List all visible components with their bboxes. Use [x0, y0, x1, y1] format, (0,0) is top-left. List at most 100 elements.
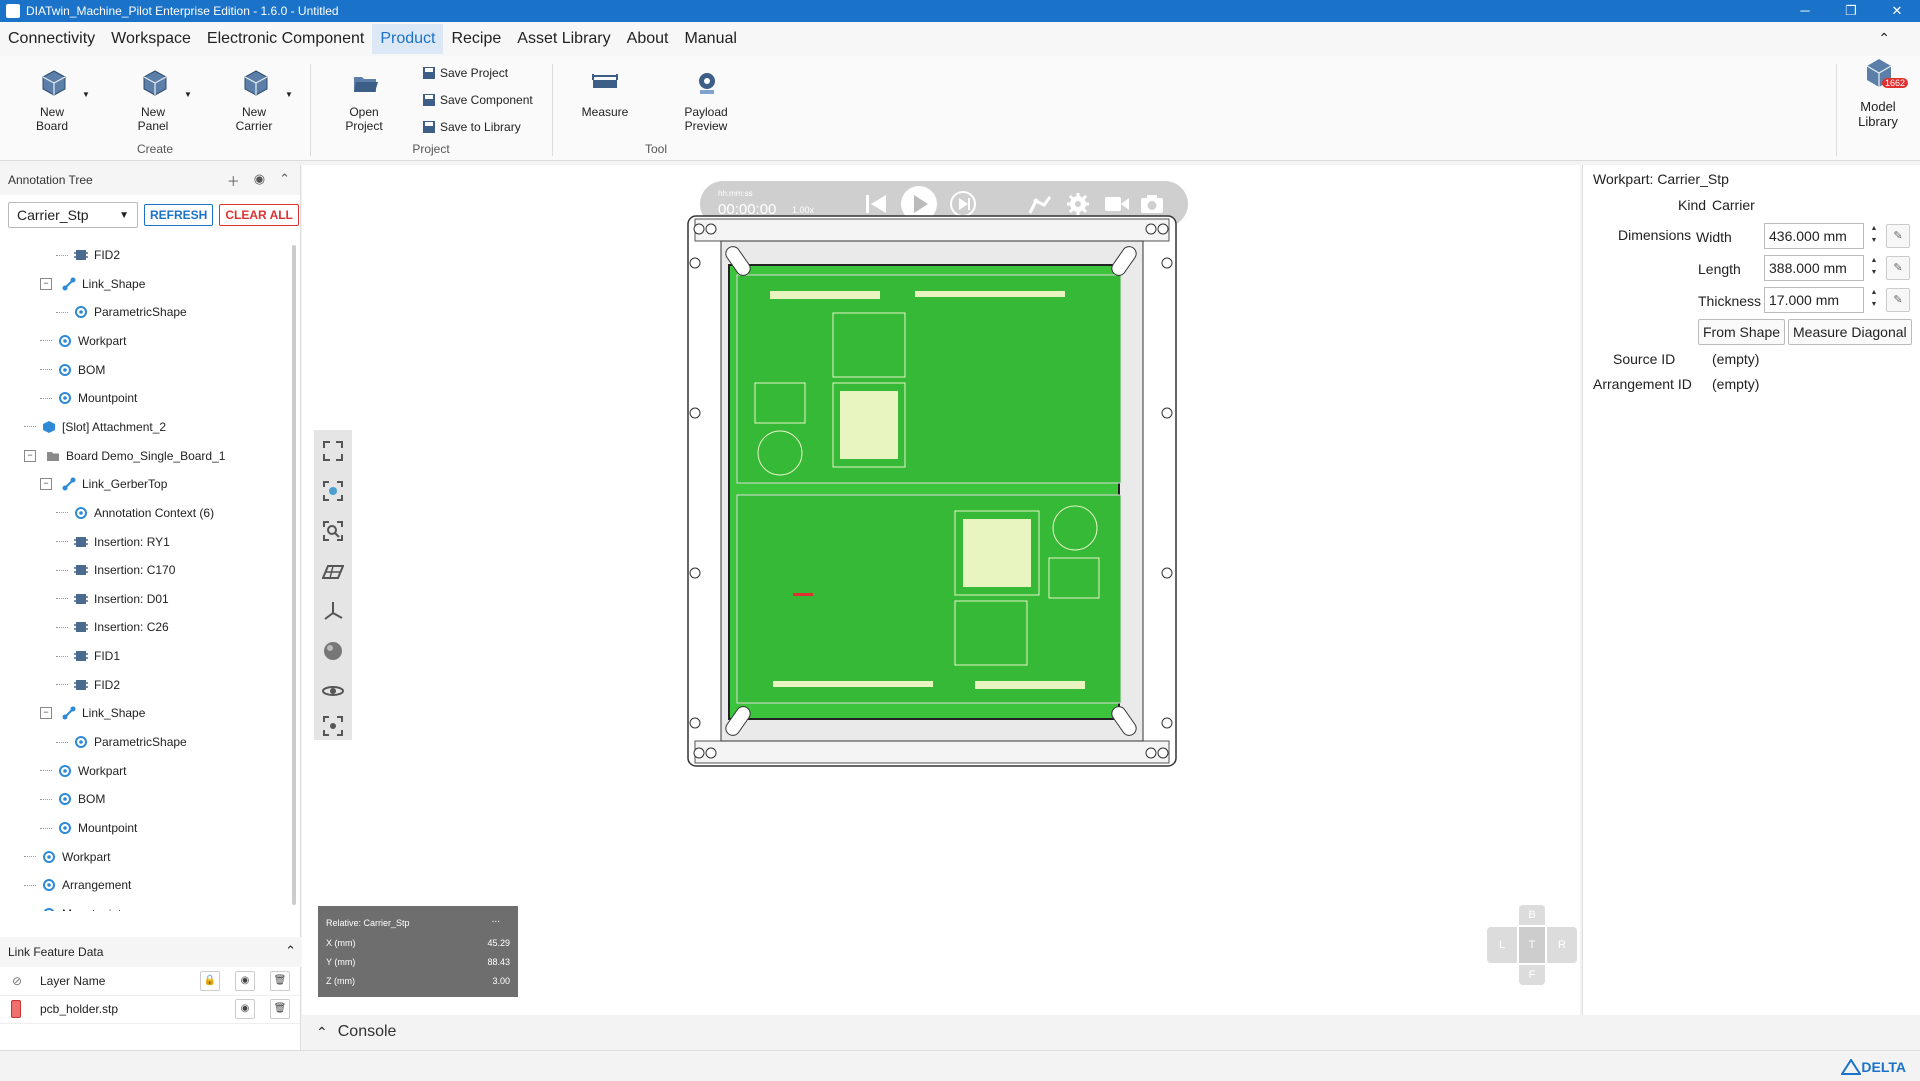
tree-node[interactable]: BOM [40, 356, 105, 384]
tree-node[interactable]: BOM [40, 785, 105, 813]
save-project-button[interactable]: Save Project [422, 66, 508, 80]
collapse-toggle-icon[interactable]: − [40, 478, 52, 491]
menu-connectivity[interactable]: Connectivity [8, 30, 96, 47]
add-icon[interactable]: ＋ [226, 173, 240, 189]
collapse-toggle-icon[interactable]: − [40, 707, 52, 720]
model-library-button[interactable]: 1662 Model Library [1848, 56, 1910, 129]
tree-node[interactable]: Arrangement [24, 871, 131, 899]
chevron-up-icon[interactable]: ⌃ [285, 943, 296, 958]
new-board-button[interactable]: New Board [30, 68, 78, 133]
menu-asset-library[interactable]: Asset Library [517, 30, 611, 47]
tree-node[interactable]: FID2 [56, 241, 120, 269]
robot-arm-icon[interactable] [1028, 193, 1054, 215]
video-camera-icon[interactable] [1104, 195, 1130, 213]
more-icon[interactable]: ... [491, 914, 500, 925]
tree-node[interactable]: Workpart [40, 327, 126, 355]
focus-icon[interactable] [322, 715, 344, 737]
tree-node[interactable]: Mountpoint [24, 900, 121, 911]
width-input[interactable]: 436.000 mm [1764, 223, 1864, 249]
close-button[interactable]: ✕ [1891, 3, 1903, 18]
tree-node[interactable]: Mountpoint [40, 384, 137, 412]
lock-icon[interactable]: 🔒 [200, 971, 220, 991]
tree-node[interactable]: Annotation Context (6) [56, 499, 214, 527]
menu-electronic-component[interactable]: Electronic Component [206, 30, 365, 47]
width-spinner[interactable]: ▲▼ [1870, 225, 1878, 244]
eye-icon[interactable]: ◉ [253, 170, 266, 186]
sphere-shading-icon[interactable] [322, 640, 344, 662]
tree-node[interactable]: FID2 [56, 671, 120, 699]
carrier-model[interactable] [685, 213, 1195, 773]
clear-all-button[interactable]: CLEAR ALL [219, 204, 299, 226]
tree-node[interactable]: −Link_GerberTop [40, 470, 167, 498]
measure-button[interactable]: Measure [580, 68, 630, 119]
tree-node[interactable]: Insertion: C170 [56, 556, 175, 584]
eye-icon[interactable]: ◉ [235, 999, 255, 1019]
view-front-button[interactable]: F [1519, 965, 1545, 985]
zoom-window-icon[interactable] [322, 520, 344, 542]
menu-manual[interactable]: Manual [684, 30, 737, 47]
new-panel-button[interactable]: New Panel [131, 68, 179, 133]
menu-product[interactable]: Product [372, 24, 444, 54]
tree-node[interactable]: [Slot] Attachment_2 [24, 413, 166, 441]
axes-icon[interactable] [322, 600, 344, 622]
trash-icon[interactable]: 🗑 [270, 971, 290, 991]
open-project-button[interactable]: Open Project [340, 68, 390, 133]
skip-back-icon[interactable] [864, 193, 888, 215]
tree-node[interactable]: −Board Demo_Single_Board_1 [24, 442, 225, 470]
thickness-spinner[interactable]: ▲▼ [1870, 289, 1878, 308]
tree-node[interactable]: Insertion: RY1 [56, 528, 170, 556]
edit-width-icon[interactable]: ✎ [1886, 224, 1910, 248]
view-back-button[interactable]: B [1519, 905, 1545, 925]
tree-node[interactable]: −Link_Shape [40, 270, 145, 298]
measure-diagonal-button[interactable]: Measure Diagonal [1788, 319, 1912, 345]
collapse-toggle-icon[interactable]: − [40, 277, 52, 290]
thickness-input[interactable]: 17.000 mm [1764, 287, 1864, 313]
tree-node[interactable]: Mountpoint [40, 814, 137, 842]
new-carrier-button[interactable]: New Carrier [232, 68, 280, 133]
save-component-button[interactable]: Save Component [422, 93, 533, 107]
play-icon[interactable] [900, 185, 938, 223]
fit-selection-icon[interactable] [322, 480, 344, 502]
edit-thickness-icon[interactable]: ✎ [1886, 288, 1910, 312]
layer-row[interactable]: pcb_holder.stp ◉ 🗑 [0, 995, 300, 1024]
refresh-button[interactable]: REFRESH [144, 204, 214, 226]
view-left-button[interactable]: L [1487, 927, 1517, 963]
collapse-ribbon-icon[interactable]: ⌃ [1878, 30, 1890, 46]
fit-all-icon[interactable] [322, 440, 344, 462]
grid-plane-icon[interactable] [322, 560, 344, 582]
payload-preview-button[interactable]: Payload Preview [680, 68, 734, 133]
trash-icon[interactable]: 🗑 [270, 999, 290, 1019]
tree-node[interactable]: −Link_Shape [40, 699, 145, 727]
tree-node[interactable]: ParametricShape [56, 298, 187, 326]
menu-about[interactable]: About [626, 30, 669, 47]
tree-node[interactable]: ParametricShape [56, 728, 187, 756]
tree-node[interactable]: Insertion: D01 [56, 585, 169, 613]
tree-node[interactable]: Workpart [40, 757, 126, 785]
3d-viewport[interactable]: hh:mm:ss 00:00:00 1.00x [302, 165, 1580, 1015]
collapse-toggle-icon[interactable]: − [24, 449, 36, 462]
tree-node[interactable]: FID1 [56, 642, 120, 670]
gear-icon[interactable] [1066, 192, 1090, 216]
view-top-button[interactable]: T [1519, 927, 1545, 963]
chevron-up-icon[interactable]: ⌃ [279, 170, 290, 186]
chevron-up-icon[interactable]: ⌃ [316, 1023, 328, 1040]
orbit-icon[interactable] [322, 680, 344, 702]
edit-length-icon[interactable]: ✎ [1886, 256, 1910, 280]
length-input[interactable]: 388.000 mm [1764, 255, 1864, 281]
view-right-button[interactable]: R [1547, 927, 1577, 963]
menu-workspace[interactable]: Workspace [111, 30, 191, 47]
save-to-library-button[interactable]: Save to Library [422, 120, 521, 134]
console-bar[interactable]: ⌃ Console [302, 1016, 1580, 1048]
tree-node[interactable]: Insertion: C26 [56, 613, 169, 641]
tree-scrollbar[interactable] [292, 245, 296, 905]
eye-icon[interactable]: ◉ [235, 971, 255, 991]
carrier-select[interactable]: Carrier_Stp ▼ [8, 202, 138, 228]
new-carrier-dropdown-icon[interactable]: ▼ [285, 90, 293, 99]
minimize-button[interactable]: ─ [1800, 3, 1810, 18]
from-shape-button[interactable]: From Shape [1698, 319, 1786, 345]
new-panel-dropdown-icon[interactable]: ▼ [184, 90, 192, 99]
restore-button[interactable]: ❐ [1845, 3, 1857, 18]
camera-icon[interactable] [1140, 193, 1164, 215]
new-board-dropdown-icon[interactable]: ▼ [82, 90, 90, 99]
tree-node[interactable]: Workpart [24, 843, 110, 871]
